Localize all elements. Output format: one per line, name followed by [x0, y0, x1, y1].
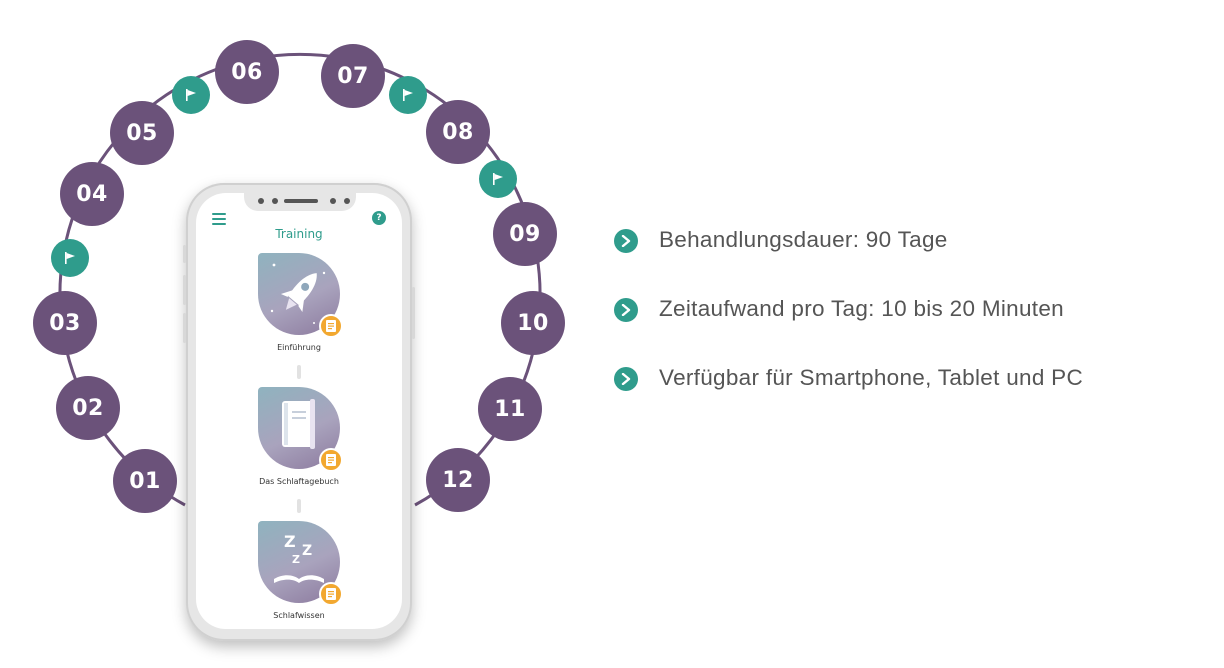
- sleep-book-icon: Z Z Z: [274, 532, 324, 583]
- module-label: Das Schlaftagebuch: [259, 477, 339, 486]
- module-label: Schlafwissen: [273, 611, 325, 620]
- month-node-05: 05: [110, 101, 174, 165]
- module-tile: [258, 253, 343, 338]
- phone-power-button: [412, 287, 415, 339]
- phone-mockup: ? Training: [183, 183, 415, 641]
- document-badge-icon: [319, 582, 343, 606]
- svg-text:Z: Z: [302, 543, 312, 559]
- phone-notch: [244, 193, 356, 211]
- module-schlaftagebuch[interactable]: Das Schlaftagebuch: [196, 387, 402, 486]
- svg-text:Z: Z: [292, 553, 300, 566]
- svg-text:Z: Z: [284, 532, 296, 551]
- month-node-01: 01: [113, 449, 177, 513]
- document-badge-icon: [319, 448, 343, 472]
- feature-text: Verfügbar für Smartphone, Tablet und PC: [659, 365, 1084, 390]
- module-tile: Z Z Z: [258, 521, 343, 606]
- phone-volume-up-button: [183, 275, 186, 305]
- month-node-04: 04: [60, 162, 124, 226]
- month-node-09: 09: [493, 202, 557, 266]
- chevron-right-icon: [614, 229, 638, 253]
- milestone-flag-icon: [172, 76, 210, 114]
- chevron-right-icon: [614, 298, 638, 322]
- phone-screen: ? Training: [196, 193, 402, 629]
- month-node-11: 11: [478, 377, 542, 441]
- module-connector: [297, 365, 301, 379]
- month-node-03: 03: [33, 291, 97, 355]
- screen-title: Training: [275, 227, 323, 241]
- chevron-right-icon: [614, 367, 638, 391]
- module-einfuehrung[interactable]: Einführung: [196, 253, 402, 352]
- month-node-02: 02: [56, 376, 120, 440]
- feature-text: Behandlungsdauer: 90 Tage: [659, 227, 948, 252]
- month-node-10: 10: [501, 291, 565, 355]
- help-chat-icon[interactable]: ?: [372, 211, 386, 225]
- month-node-06: 06: [215, 40, 279, 104]
- milestone-flag-icon: [479, 160, 517, 198]
- milestone-flag-icon: [389, 76, 427, 114]
- module-schlafwissen[interactable]: Z Z Z Schlafwissen: [196, 521, 402, 620]
- notebook-icon: [282, 399, 315, 449]
- document-badge-icon: [319, 314, 343, 338]
- phone-side-button: [183, 245, 186, 263]
- phone-volume-down-button: [183, 313, 186, 343]
- month-node-12: 12: [426, 448, 490, 512]
- feature-text: Zeitaufwand pro Tag: 10 bis 20 Minuten: [659, 296, 1064, 321]
- month-node-08: 08: [426, 100, 490, 164]
- hamburger-menu-icon[interactable]: [212, 213, 226, 228]
- month-node-07: 07: [321, 44, 385, 108]
- module-label: Einführung: [277, 343, 321, 352]
- rocket-icon: [270, 263, 326, 324]
- milestone-flag-icon: [51, 239, 89, 277]
- module-tile: [258, 387, 343, 472]
- module-connector: [297, 499, 301, 513]
